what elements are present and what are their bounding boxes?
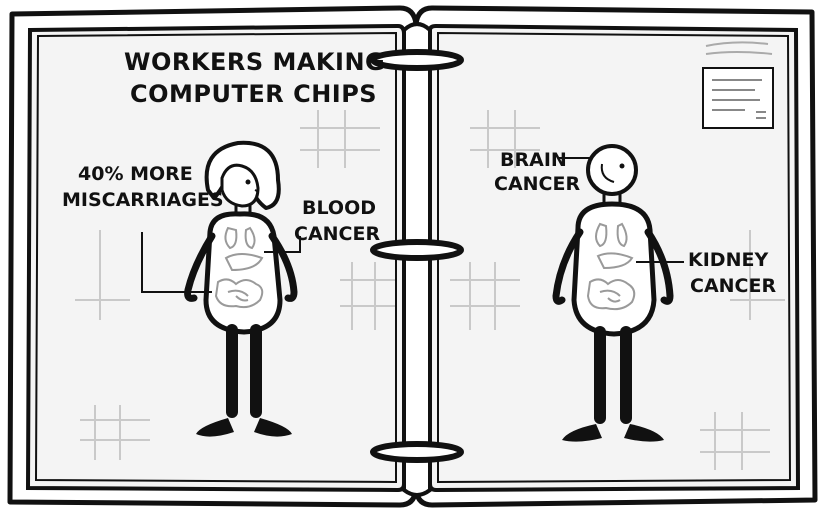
miscarriage-label-line-2: MISCARRIAGES	[62, 189, 224, 211]
head	[222, 165, 258, 206]
blood-cancer-label-line-2: CANCER	[294, 223, 380, 245]
binder-ring-top	[373, 52, 461, 68]
torso	[574, 204, 654, 334]
binder-ring-bottom	[373, 444, 461, 460]
torso	[206, 214, 280, 332]
kidney-cancer-label-line-2: CANCER	[690, 275, 776, 297]
kidney-cancer-label-line-1: KIDNEY	[688, 249, 768, 271]
binder-ring-middle	[373, 242, 461, 258]
brain-cancer-label-line-1: BRAIN	[500, 149, 567, 171]
title-line-1: WORKERS MAKING	[124, 48, 385, 76]
title-line-2: COMPUTER CHIPS	[130, 80, 377, 108]
brain-cancer-label-line-2: CANCER	[494, 173, 580, 195]
miscarriage-label-line-1: 40% MORE	[78, 163, 193, 185]
blood-cancer-label-line-1: BLOOD	[302, 197, 376, 219]
head	[588, 146, 636, 194]
